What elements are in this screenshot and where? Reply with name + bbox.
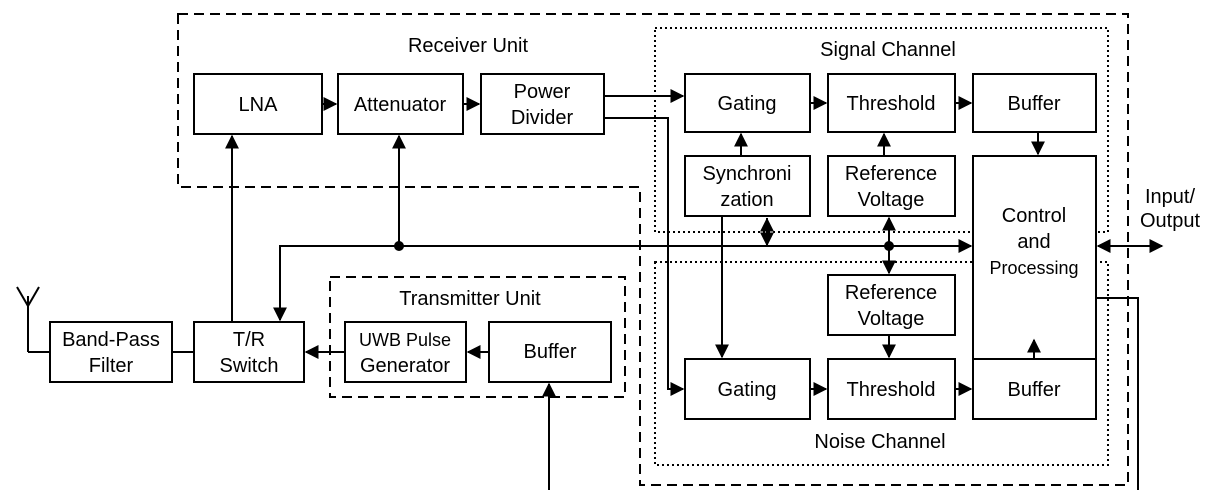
bandpass-filter-label-1: Band-Pass [62, 329, 160, 351]
reference-voltage-noise-label-1: Reference [845, 282, 937, 304]
gating-noise-block: Gating [684, 358, 811, 420]
lna-block: LNA [193, 73, 323, 135]
wire-control-to-bottom [1096, 297, 1139, 490]
uwb-pulse-generator-label-1: UWB Pulse [359, 330, 451, 350]
power-divider-label-1: Power [514, 81, 571, 103]
threshold-signal-label: Threshold [847, 93, 936, 115]
buffer-noise-label: Buffer [1008, 379, 1061, 401]
buffer-transmitter-block: Buffer [488, 321, 612, 383]
noise-channel-title: Noise Channel [814, 431, 945, 453]
attenuator-label: Attenuator [354, 94, 447, 116]
bandpass-filter-label-2: Filter [89, 355, 134, 377]
junction-bus-refv [884, 241, 894, 251]
uwb-pulse-generator-block: UWB Pulse Generator [344, 321, 467, 383]
io-label-1: Input/ [1145, 186, 1195, 208]
signal-channel-title: Signal Channel [820, 39, 956, 61]
antenna-icon [16, 286, 50, 353]
buffer-signal-label: Buffer [1008, 93, 1061, 115]
reference-voltage-signal-block: Reference Voltage [827, 155, 956, 217]
signal-channel-boundary [654, 27, 1109, 233]
bandpass-filter-block: Band-Pass Filter [49, 321, 173, 383]
reference-voltage-signal-label-2: Voltage [858, 189, 925, 211]
junction-bus-attenuator [394, 241, 404, 251]
transmitter-unit-title: Transmitter Unit [399, 288, 541, 310]
reference-voltage-noise-block: Reference Voltage [827, 274, 956, 336]
power-divider-label-2: Divider [511, 107, 574, 129]
buffer-transmitter-label: Buffer [524, 341, 577, 363]
buffer-signal-block: Buffer [972, 73, 1097, 133]
power-divider-block: Power Divider [480, 73, 605, 135]
threshold-signal-block: Threshold [827, 73, 956, 133]
reference-voltage-signal-label-1: Reference [845, 163, 937, 185]
control-processing-block: Control and Processing [972, 155, 1097, 363]
uwb-pulse-generator-label-2: Generator [360, 355, 450, 377]
threshold-noise-block: Threshold [827, 358, 956, 420]
tr-switch-label-2: Switch [220, 355, 279, 377]
synchronization-label-1: Synchroni [703, 163, 792, 185]
control-processing-label-1: Control [1002, 205, 1066, 227]
gating-signal-block: Gating [684, 73, 811, 133]
synchronization-label-2: zation [720, 189, 773, 211]
control-processing-label-2: and [1017, 231, 1050, 253]
threshold-noise-label: Threshold [847, 379, 936, 401]
buffer-noise-block: Buffer [972, 358, 1097, 420]
receiver-unit-boundary [177, 13, 1129, 486]
wire-power-divider-to-gating-noise [604, 117, 685, 396]
io-label-2: Output [1140, 210, 1200, 232]
receiver-unit-title: Receiver Unit [408, 35, 528, 57]
tr-switch-label-1: T/R [233, 329, 265, 351]
control-processing-label-3: Processing [989, 258, 1078, 278]
wire-control-bus [273, 239, 973, 322]
reference-voltage-noise-label-2: Voltage [858, 308, 925, 330]
lna-label: LNA [239, 94, 279, 116]
tr-switch-block: T/R Switch [193, 321, 305, 383]
gating-noise-label: Gating [718, 379, 777, 401]
synchronization-block: Synchroni zation [684, 155, 811, 217]
attenuator-block: Attenuator [337, 73, 464, 135]
gating-signal-label: Gating [718, 93, 777, 115]
